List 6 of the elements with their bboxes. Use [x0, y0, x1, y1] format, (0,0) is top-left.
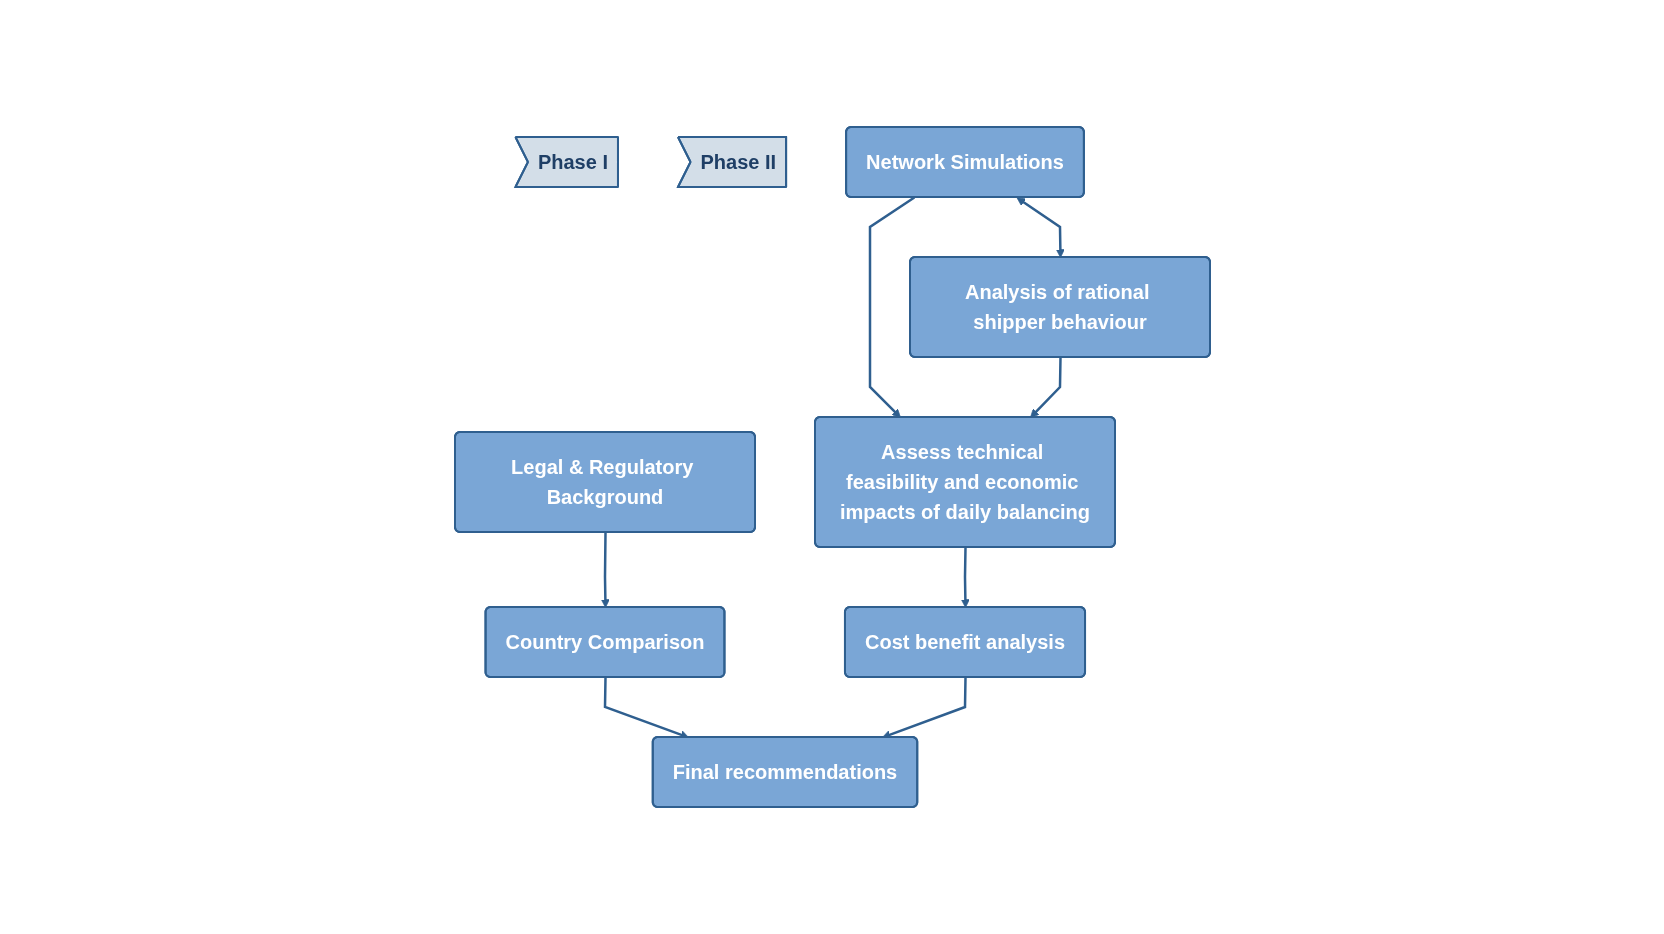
arrow: [603, 677, 689, 739]
arrow: [600, 532, 610, 608]
arrow: [868, 196, 915, 418]
arrow: [960, 547, 970, 608]
arrow: [1029, 357, 1062, 418]
arrow: [1016, 197, 1065, 258]
